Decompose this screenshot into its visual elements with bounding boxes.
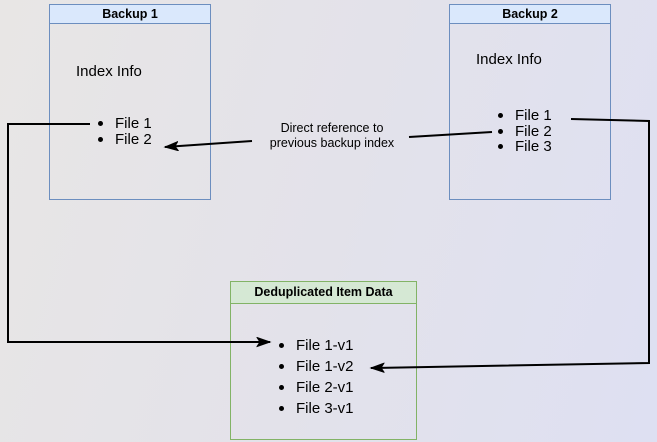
list-item: File 2 [98,131,152,148]
list-item: File 3-v1 [279,398,354,419]
dedup-title: Deduplicated Item Data [231,282,416,304]
backup1-index-label: Index Info [76,63,142,80]
backup2-index-label: Index Info [476,51,542,68]
list-item: File 1-v1 [279,335,354,356]
list-item: File 2-v1 [279,377,354,398]
reference-arrow-label: Direct reference to previous backup inde… [269,121,395,150]
list-item: File 1 [498,108,552,124]
backup1-title: Backup 1 [50,5,210,24]
list-item: File 2 [498,123,552,140]
list-item: File 1 [98,116,152,132]
backup2-title: Backup 2 [450,5,610,24]
list-item: File 1-v2 [279,356,354,377]
list-item: File 3 [498,139,552,155]
